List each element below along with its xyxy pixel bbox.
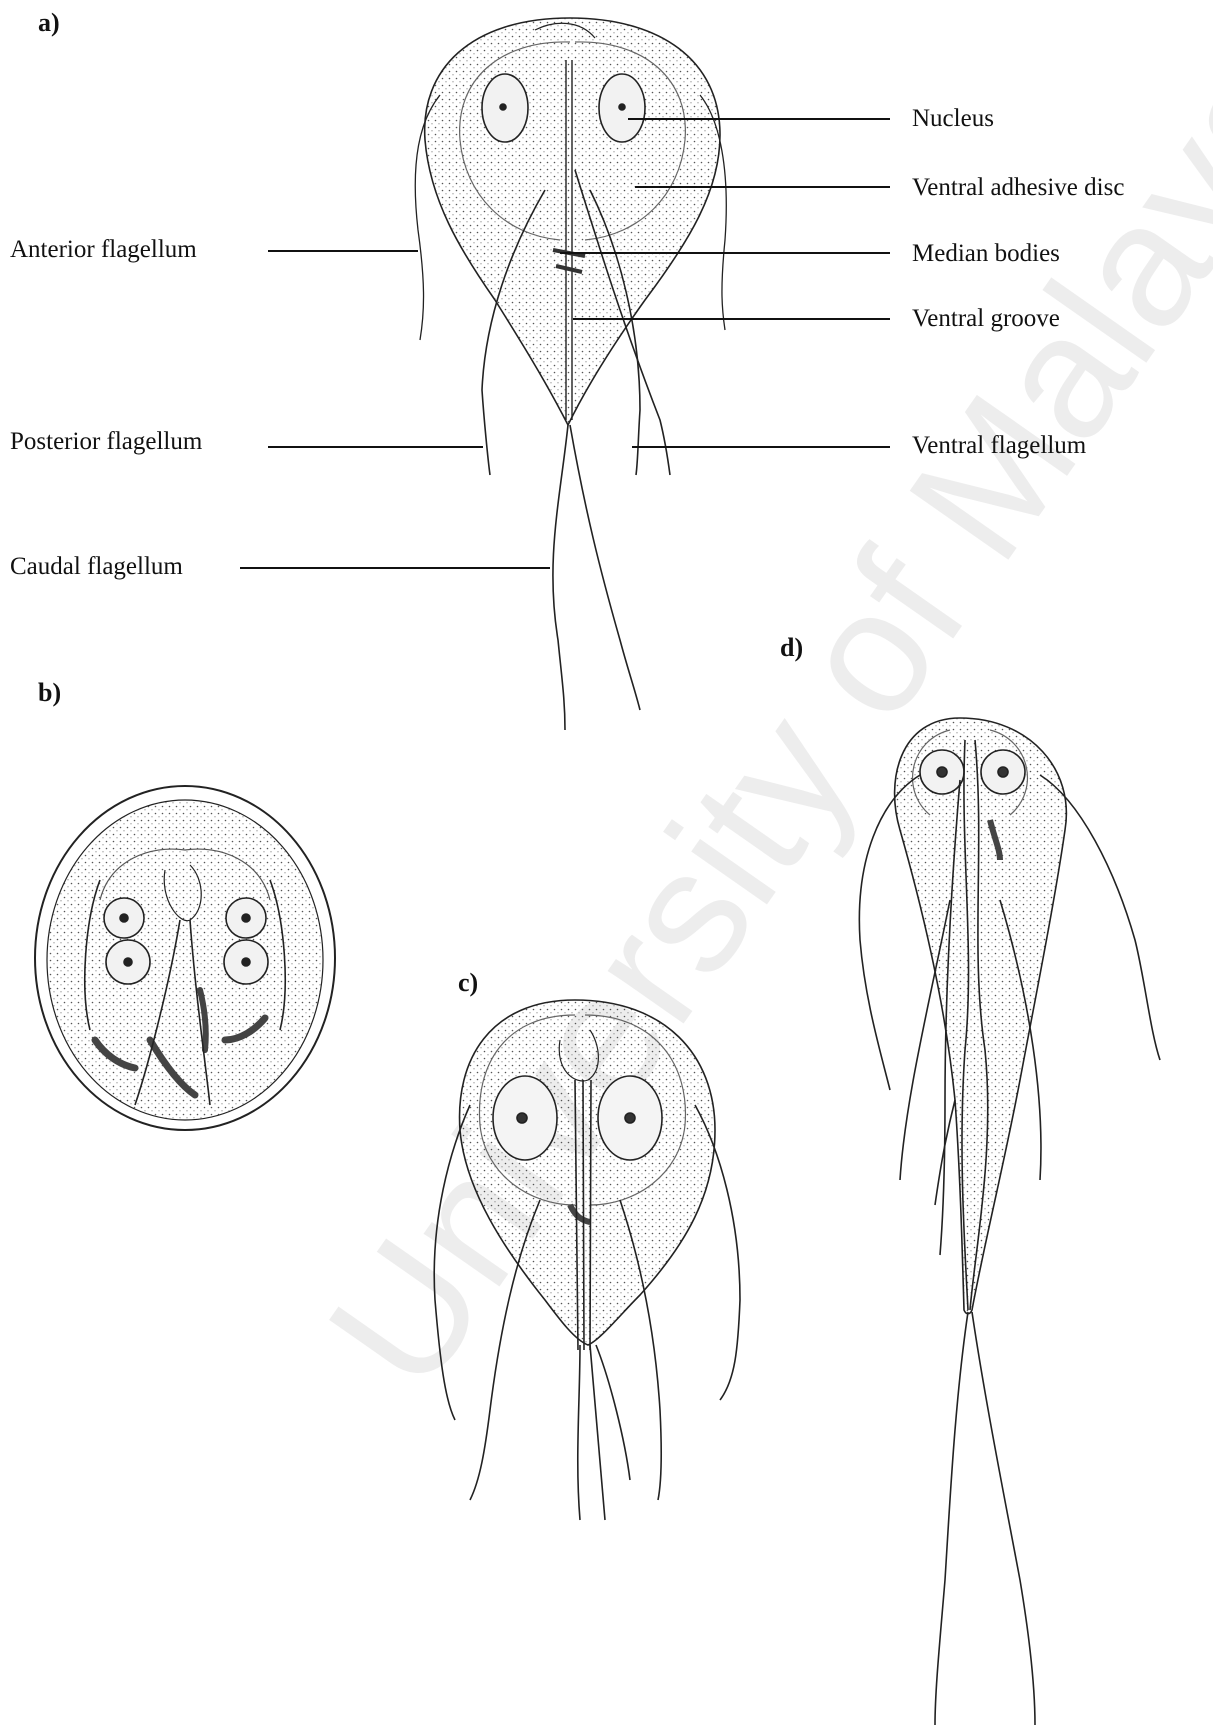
label-anterior-flagellum: Anterior flagellum (10, 237, 197, 262)
nucleus-leader (628, 118, 890, 120)
anterior-flagellum-leader (268, 250, 418, 252)
label-caudal-flagellum: Caudal flagellum (10, 554, 183, 579)
ventral-groove-leader (573, 318, 890, 320)
trophozoite-c (434, 1000, 740, 1520)
ventral-flagellum-leader (632, 446, 890, 448)
label-ventral-adhesive-disc: Ventral adhesive disc (912, 175, 1124, 200)
caudal-flagellum-leader (240, 567, 550, 569)
label-nucleus: Nucleus (912, 106, 994, 131)
trophozoite-a (415, 18, 726, 730)
label-ventral-groove: Ventral groove (912, 306, 1060, 331)
ventral-adhesive-disc-leader (635, 186, 890, 188)
median-bodies-leader (560, 252, 890, 254)
label-median-bodies: Median bodies (912, 241, 1060, 266)
posterior-flagellum-leader (268, 446, 483, 448)
cyst-b (35, 786, 335, 1130)
label-ventral-flagellum: Ventral flagellum (912, 433, 1086, 458)
trophozoite-d (859, 718, 1160, 1725)
label-posterior-flagellum: Posterior flagellum (10, 429, 202, 454)
